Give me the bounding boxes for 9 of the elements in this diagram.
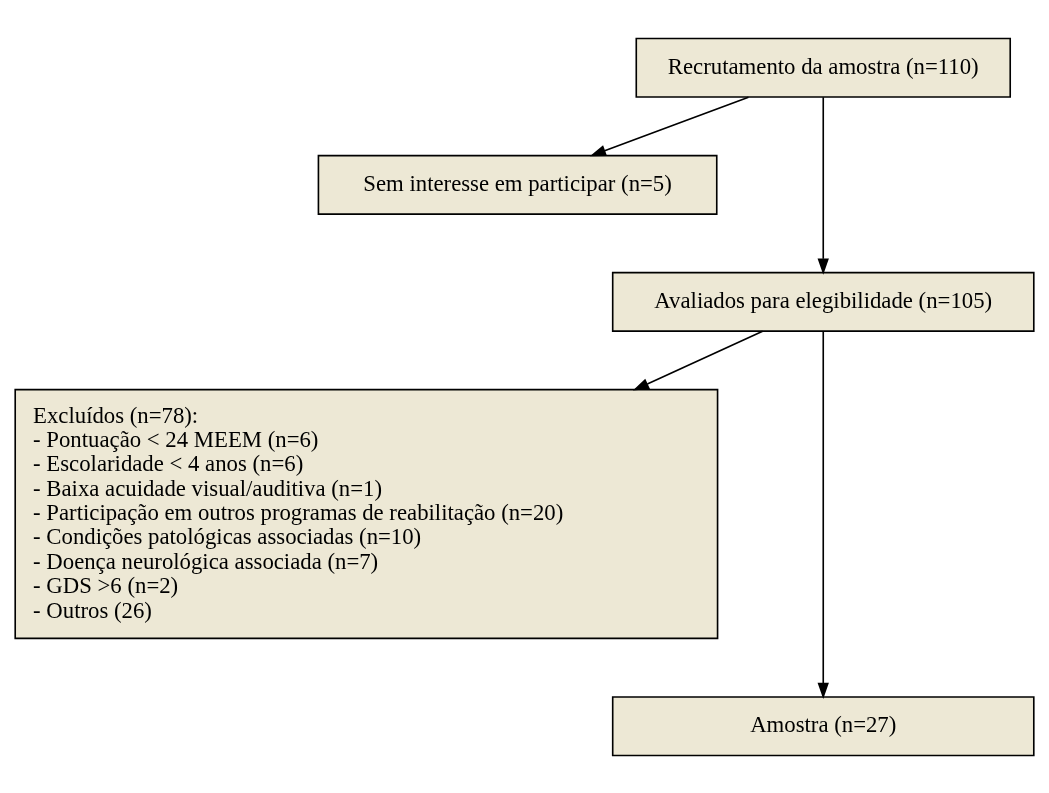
arrow: [817, 95, 829, 275]
arrow: [632, 329, 764, 391]
arrow: [589, 95, 750, 156]
node-box: Excluídos (n=78): - Pontuação < 24 MEEM (n=6) - Escolaridade < 4 anos (n=6) - Baixa acuidade visual/auditiva (n=1) - Participação em outros programas de reabilitação (n=20) - Condições patológicas associadas (n=10) - Doença neurológica associada (n=7) - GDS >6 (n=2) - Outros (26): [14, 388, 719, 639]
node-box: Sem interesse em participar (n=5): [317, 154, 718, 215]
node-box: Amostra (n=27): [611, 695, 1035, 756]
node-box: Avaliados para elegibilidade (n=105): [611, 271, 1035, 332]
arrow: [817, 330, 829, 699]
node-box: Recrutamento da amostra (n=110): [635, 37, 1012, 98]
